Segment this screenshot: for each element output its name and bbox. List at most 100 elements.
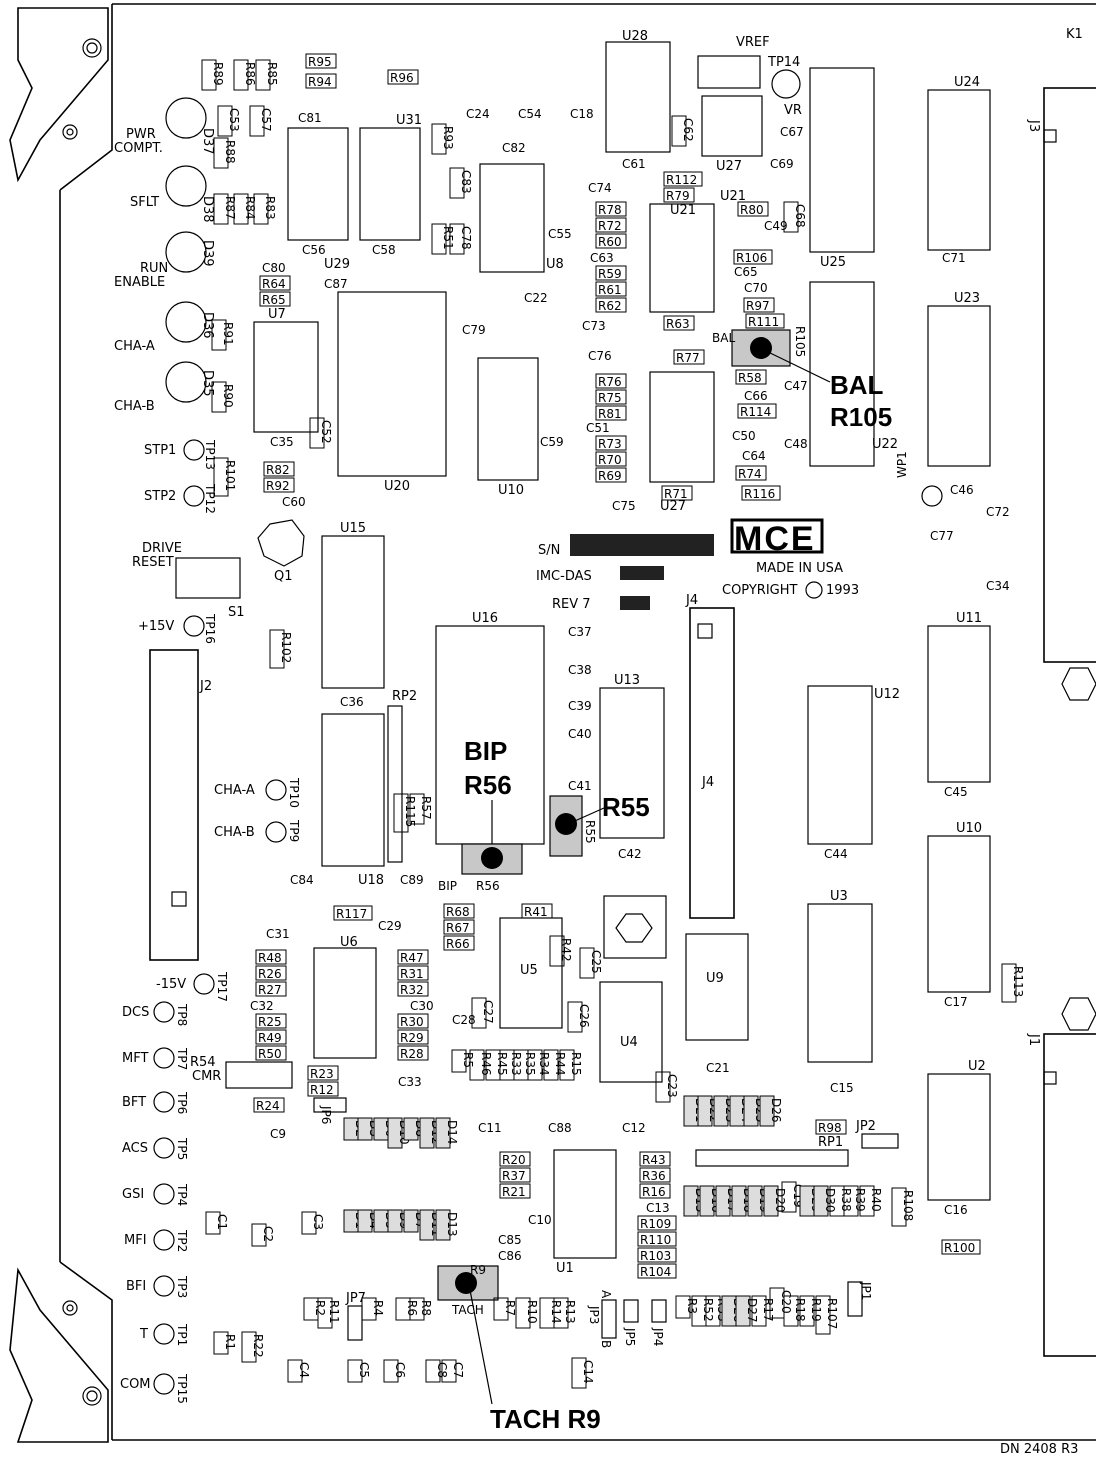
copyright-year: 1993 bbox=[826, 583, 859, 598]
svg-text:BAL: BAL bbox=[712, 331, 735, 345]
component-c44: C44 bbox=[824, 847, 848, 861]
svg-text:U3: U3 bbox=[830, 889, 848, 904]
component-c26: C26 bbox=[567, 1001, 591, 1033]
svg-text:JP7: JP7 bbox=[345, 1291, 366, 1306]
svg-text:MFI: MFI bbox=[124, 1233, 147, 1248]
svg-text:GSI: GSI bbox=[122, 1187, 144, 1202]
svg-text:U20: U20 bbox=[384, 479, 410, 494]
svg-text:JP2: JP2 bbox=[855, 1119, 876, 1134]
pot-tach-r9[interactable]: TACH R9 bbox=[437, 1263, 499, 1405]
component-label-r57: R57 bbox=[419, 796, 433, 820]
component-label-c87: C87 bbox=[324, 277, 348, 291]
component-label-r22: R22 bbox=[251, 1334, 265, 1358]
component-label-r96: R96 bbox=[390, 71, 414, 85]
component-c36: C36 bbox=[340, 695, 364, 709]
svg-text:R9: R9 bbox=[470, 1263, 486, 1277]
component-c65: C65 bbox=[734, 265, 758, 279]
component-r67: R67 bbox=[443, 919, 475, 935]
component-c41: C41 bbox=[568, 779, 592, 793]
component-r66: R66 bbox=[443, 935, 475, 951]
component-c30: C30 bbox=[410, 999, 434, 1013]
component-c87: C87 bbox=[324, 277, 348, 291]
component-label-r4: R4 bbox=[371, 1300, 385, 1316]
component-r15: R15 bbox=[559, 1049, 583, 1081]
component-label-r37: R37 bbox=[502, 1169, 526, 1183]
component-c32: C32 bbox=[250, 999, 274, 1013]
svg-text:BIP: BIP bbox=[438, 879, 457, 893]
component-label-r83: R83 bbox=[263, 196, 277, 220]
svg-text:U25: U25 bbox=[820, 255, 846, 270]
pot-bip-r56[interactable]: BIP R56 bbox=[438, 800, 523, 893]
component-r96: R96 bbox=[387, 69, 419, 85]
component-label-r107: R107 bbox=[825, 1298, 839, 1329]
component-c55: C55 bbox=[548, 227, 572, 241]
component-label-c47: C47 bbox=[784, 379, 808, 393]
svg-text:D38: D38 bbox=[200, 196, 215, 223]
pot-r55[interactable]: R55 bbox=[549, 795, 605, 857]
svg-text:IMC-DAS: IMC-DAS bbox=[536, 569, 592, 584]
component-r58: R58 bbox=[735, 369, 767, 385]
component-label-d26: D26 bbox=[769, 1098, 783, 1123]
component-label-d13: D13 bbox=[445, 1212, 459, 1237]
component-c34: C34 bbox=[986, 579, 1010, 593]
component-label-c9: C9 bbox=[270, 1127, 286, 1141]
component-r20: R20 bbox=[499, 1151, 531, 1167]
component-label-c59: C59 bbox=[540, 435, 564, 449]
svg-text:TP17: TP17 bbox=[215, 971, 229, 1002]
component-c58: C58 bbox=[372, 243, 396, 257]
pot-bal-r105[interactable]: BAL R105 bbox=[712, 326, 831, 383]
component-label-r49: R49 bbox=[258, 1031, 282, 1045]
component-r16: R16 bbox=[639, 1183, 671, 1199]
component-c68: C68 bbox=[783, 201, 807, 233]
component-label-c75: C75 bbox=[612, 499, 636, 513]
component-label-r14: R14 bbox=[549, 1300, 563, 1324]
component-r101: R101 bbox=[213, 457, 237, 497]
component-c8: C8 bbox=[425, 1359, 449, 1383]
component-label-r60: R60 bbox=[598, 235, 622, 249]
component-label-r63: R63 bbox=[666, 317, 690, 331]
component-c2: C2 bbox=[251, 1223, 275, 1247]
component-r85: R85 bbox=[255, 59, 279, 91]
component-c12: C12 bbox=[622, 1121, 646, 1135]
component-c37: C37 bbox=[568, 625, 592, 639]
component-c35: C35 bbox=[270, 435, 294, 449]
component-c17: C17 bbox=[944, 995, 968, 1009]
component-label-r61: R61 bbox=[598, 283, 622, 297]
svg-text:J2: J2 bbox=[199, 679, 212, 694]
component-label-r43: R43 bbox=[642, 1153, 666, 1167]
component-d13: D13 bbox=[435, 1209, 459, 1241]
component-label-r1: R1 bbox=[223, 1334, 237, 1350]
component-c51: C51 bbox=[586, 421, 610, 435]
component-label-c32: C32 bbox=[250, 999, 274, 1013]
component-label-c41: C41 bbox=[568, 779, 592, 793]
svg-text:U6: U6 bbox=[340, 935, 358, 950]
component-c85: C85 bbox=[498, 1233, 522, 1247]
component-label-r84: R84 bbox=[243, 196, 257, 220]
component-label-c26: C26 bbox=[577, 1004, 591, 1028]
svg-text:U4: U4 bbox=[620, 1035, 638, 1050]
component-c78: C78 bbox=[449, 223, 473, 255]
component-label-c48: C48 bbox=[784, 437, 808, 451]
component-c77: C77 bbox=[930, 529, 954, 543]
svg-text:PWR: PWR bbox=[126, 127, 156, 142]
component-label-r80: R80 bbox=[740, 203, 764, 217]
component-r25: R25 bbox=[255, 1013, 287, 1029]
component-label-c88: C88 bbox=[548, 1121, 572, 1135]
component-label-r64: R64 bbox=[262, 277, 286, 291]
component-c40: C40 bbox=[568, 727, 592, 741]
component-label-r28: R28 bbox=[400, 1047, 424, 1061]
component-label-c13: C13 bbox=[646, 1201, 670, 1215]
component-label-c12: C12 bbox=[622, 1121, 646, 1135]
component-r91: R91 bbox=[211, 319, 235, 351]
svg-text:STP2: STP2 bbox=[144, 489, 176, 504]
svg-text:COMPT.: COMPT. bbox=[114, 141, 163, 156]
component-r49: R49 bbox=[255, 1029, 287, 1045]
component-label-c55: C55 bbox=[548, 227, 572, 241]
svg-text:U21: U21 bbox=[670, 203, 696, 218]
component-r106: R106 bbox=[733, 249, 773, 265]
component-label-r117: R117 bbox=[336, 907, 367, 921]
component-c59: C59 bbox=[540, 435, 564, 449]
component-c48: C48 bbox=[784, 437, 808, 451]
svg-text:TP16: TP16 bbox=[203, 613, 217, 644]
